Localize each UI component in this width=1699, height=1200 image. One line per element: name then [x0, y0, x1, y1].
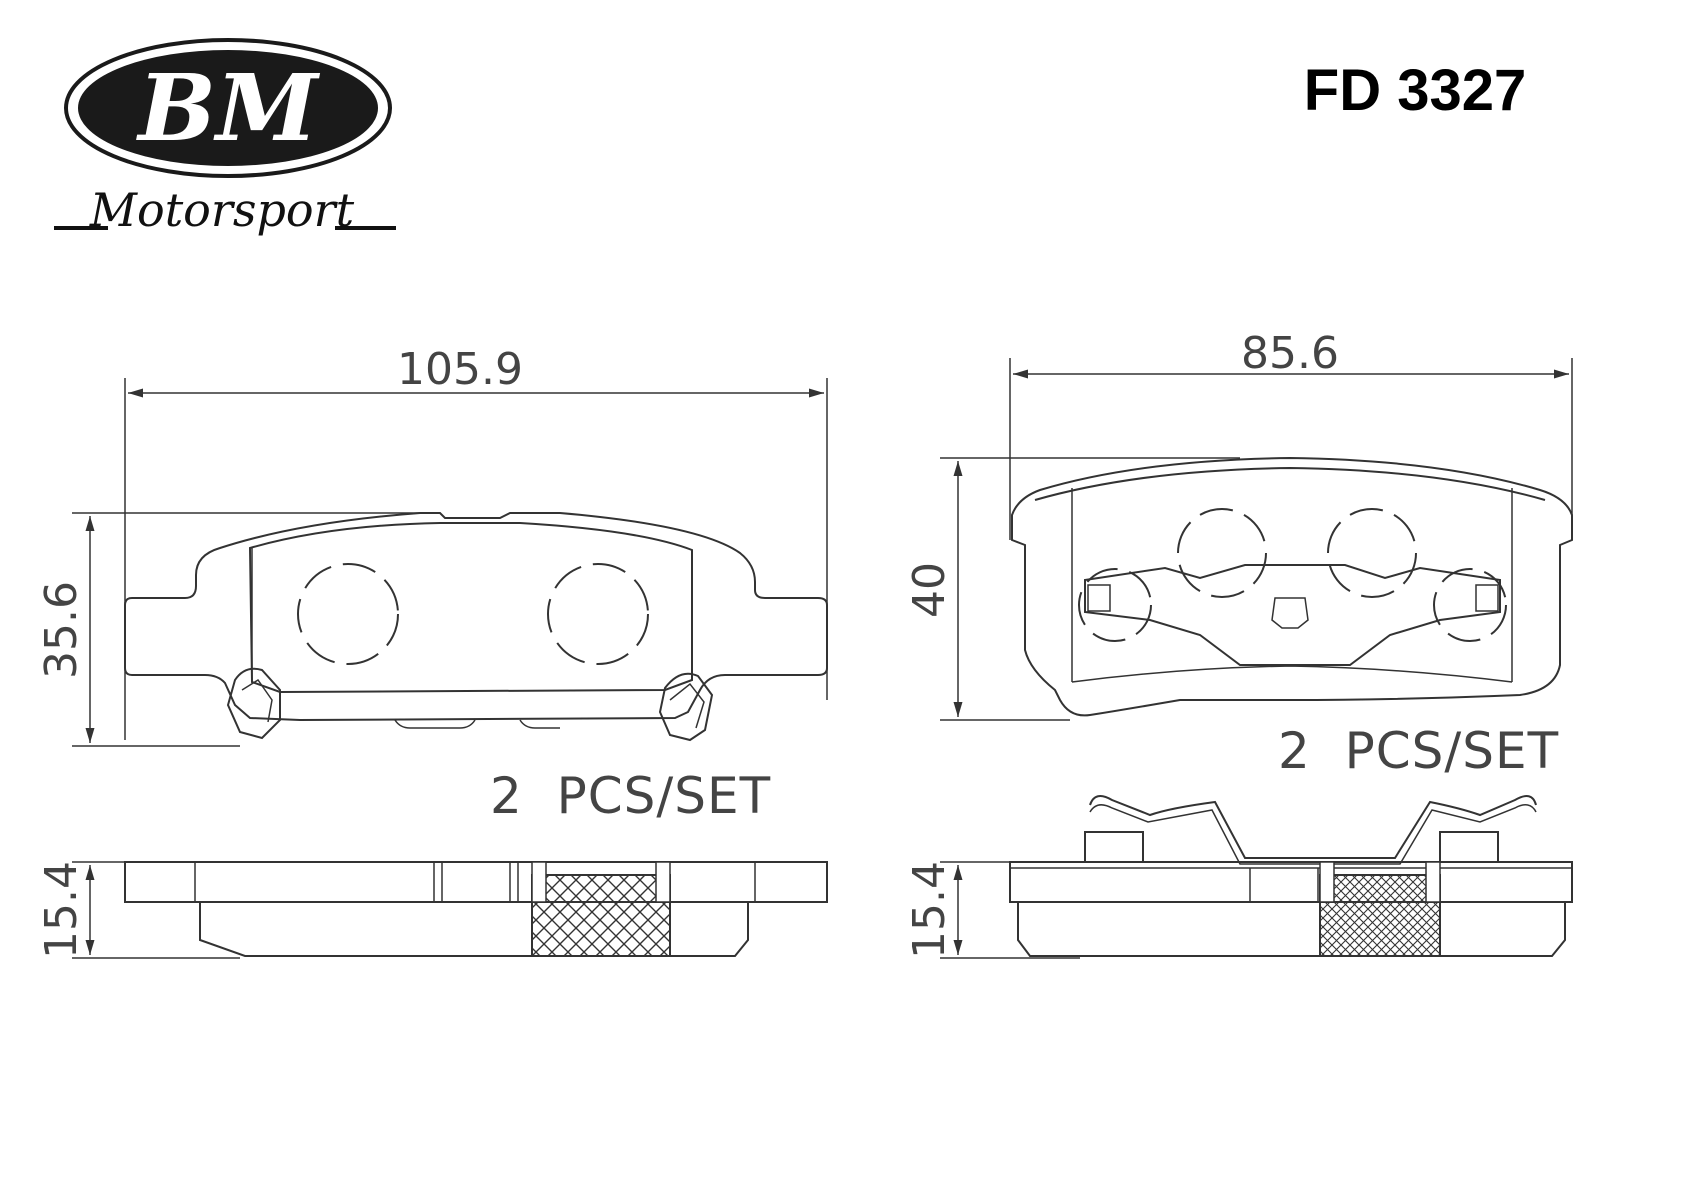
right-quantity-label: 2 PCS/SET — [1278, 722, 1559, 780]
left-thickness-label: 15.4 — [36, 861, 87, 959]
left-pad-side-view: 15.4 — [36, 861, 828, 959]
logo-tagline: Motorsport — [89, 183, 355, 237]
right-thickness-label: 15.4 — [904, 861, 955, 959]
left-height-label: 35.6 — [36, 581, 87, 679]
left-pad-front-view: 105.9 35.6 — [36, 344, 828, 747]
left-width-label: 105.9 — [397, 344, 523, 395]
brand-logo: BM Motorsport — [54, 38, 396, 237]
part-number: FD 3327 — [1304, 58, 1526, 123]
logo-text: BM — [135, 54, 321, 162]
right-pad-front-view: 85.6 40 — [904, 328, 1573, 721]
right-pad-side-view: 15.4 — [904, 795, 1573, 959]
left-quantity-label: 2 PCS/SET — [490, 767, 771, 825]
right-width-label: 85.6 — [1241, 328, 1339, 379]
right-height-label: 40 — [904, 562, 955, 618]
